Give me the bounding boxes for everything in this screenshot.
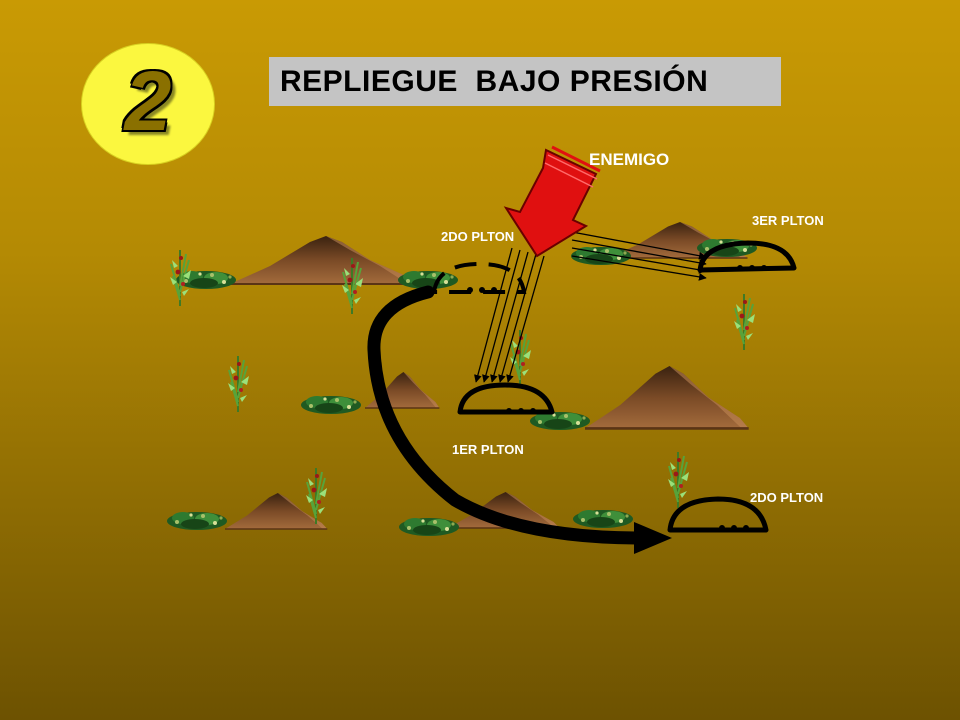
label-2do-plton-start: 2DO PLTON [441,229,515,244]
shrub [399,518,459,536]
label-3er-plton: 3ER PLTON [752,213,824,228]
hill [229,235,417,285]
position-2do-plton-new [667,496,769,533]
plant [733,293,756,351]
shrub [573,510,633,528]
enemy-arrow [503,145,601,258]
enemy-label: ENEMIGO [589,150,670,169]
label-1er-plton: 1ER PLTON [452,442,524,457]
position-3er-plton [697,240,797,273]
title-box: REPLIEGUE BAJO PRESIÓN [269,57,781,106]
shrub [530,412,590,430]
label-2do-plton-end: 2DO PLTON [750,490,824,505]
shrub [301,396,361,414]
plant [227,355,250,413]
position-2do-plton-old [431,261,527,294]
position-1er-plton [457,382,555,415]
plant [169,249,192,307]
withdrawal-arrow [367,285,672,554]
step-number: 2 [124,54,172,148]
slide-title: REPLIEGUE BAJO PRESIÓN [280,64,709,98]
plant [667,451,690,509]
hill [583,364,750,430]
shrub [167,512,227,530]
fire-lines-to-3er-plton [571,231,707,281]
step-number-badge: 2 [81,43,215,165]
